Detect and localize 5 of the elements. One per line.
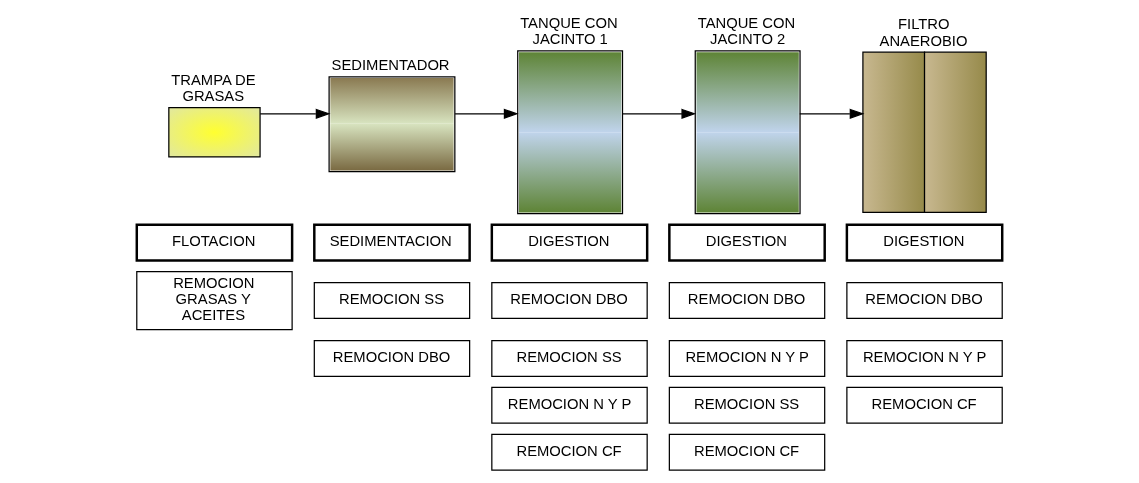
node-label: TANQUE CON JACINTO 1 <box>520 14 618 47</box>
node-label: TANQUE CON JACINTO 2 <box>697 14 796 47</box>
node-label: SEDIMENTADOR <box>331 56 450 73</box>
node-label: FILTRO ANAEROBIO <box>879 15 968 48</box>
node-label: TRAMPA DE GRASAS <box>171 71 256 104</box>
